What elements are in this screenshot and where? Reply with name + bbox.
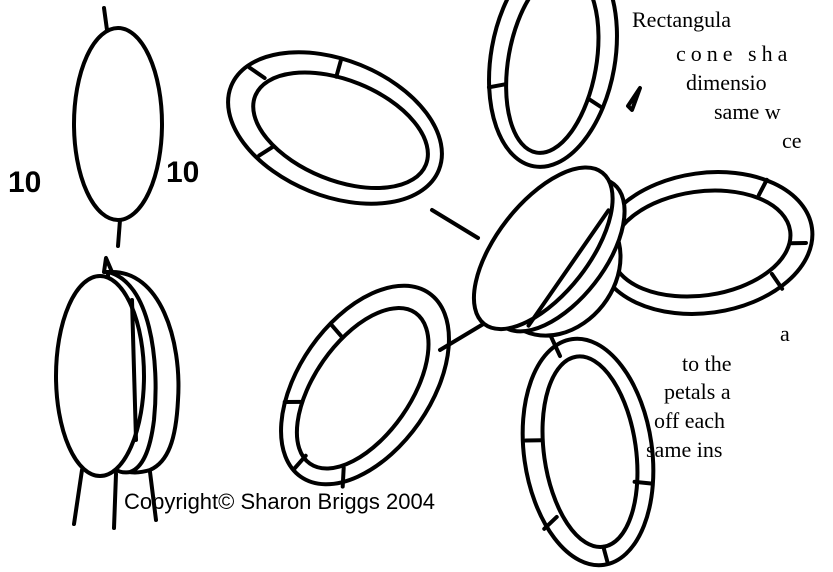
copyright-notice: Copyright© Sharon Briggs 2004 (124, 489, 435, 515)
instruction-line: to the (682, 353, 732, 375)
instruction-line: a (780, 323, 790, 345)
instruction-line: same ins (646, 439, 722, 461)
instruction-line: off each (654, 410, 725, 432)
instruction-line: dimensio (686, 72, 767, 94)
instruction-line: Rectangula (632, 9, 731, 31)
instruction-line: ce (782, 130, 802, 152)
instruction-line: same w (714, 101, 781, 123)
instruction-line: petals a (664, 381, 731, 403)
instruction-line: cone sha (676, 43, 792, 65)
